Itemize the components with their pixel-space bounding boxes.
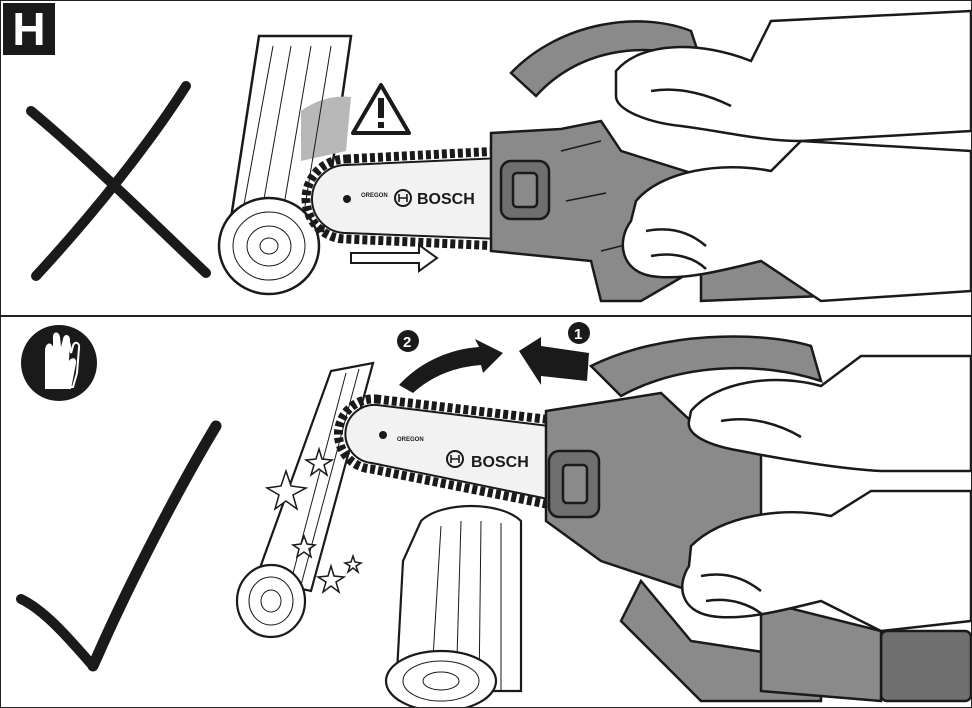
brand-name-bottom: BOSCH bbox=[471, 454, 529, 471]
impact-stars bbox=[267, 449, 361, 592]
push-direction-arrow bbox=[351, 245, 437, 271]
gloved-hands-bottom bbox=[682, 356, 971, 631]
chainsaw-body-bottom bbox=[546, 336, 971, 701]
step-number-1: 1 bbox=[574, 326, 582, 343]
check-mark-icon bbox=[21, 426, 216, 666]
step-arrow-1 bbox=[519, 322, 590, 385]
bar-logo-top: OREGON bbox=[361, 193, 388, 199]
guide-bar-bottom bbox=[338, 399, 561, 506]
warning-triangle-icon bbox=[353, 85, 409, 133]
cross-mark-icon bbox=[31, 86, 206, 276]
log-main-bottom bbox=[386, 506, 521, 707]
gloved-hands-top bbox=[616, 11, 971, 301]
bar-logo-bottom: OREGON bbox=[397, 437, 424, 443]
step-number-2: 2 bbox=[403, 334, 411, 351]
brand-name-top: BOSCH bbox=[417, 191, 475, 208]
bosch-logo-bottom bbox=[447, 451, 463, 467]
step-arrow-2 bbox=[397, 330, 503, 393]
top-panel-wrong: OREGON BOSCH bbox=[1, 1, 971, 315]
log-cut-piece bbox=[237, 363, 373, 637]
protective-gloves-icon bbox=[21, 325, 97, 401]
panel-divider bbox=[1, 315, 971, 317]
